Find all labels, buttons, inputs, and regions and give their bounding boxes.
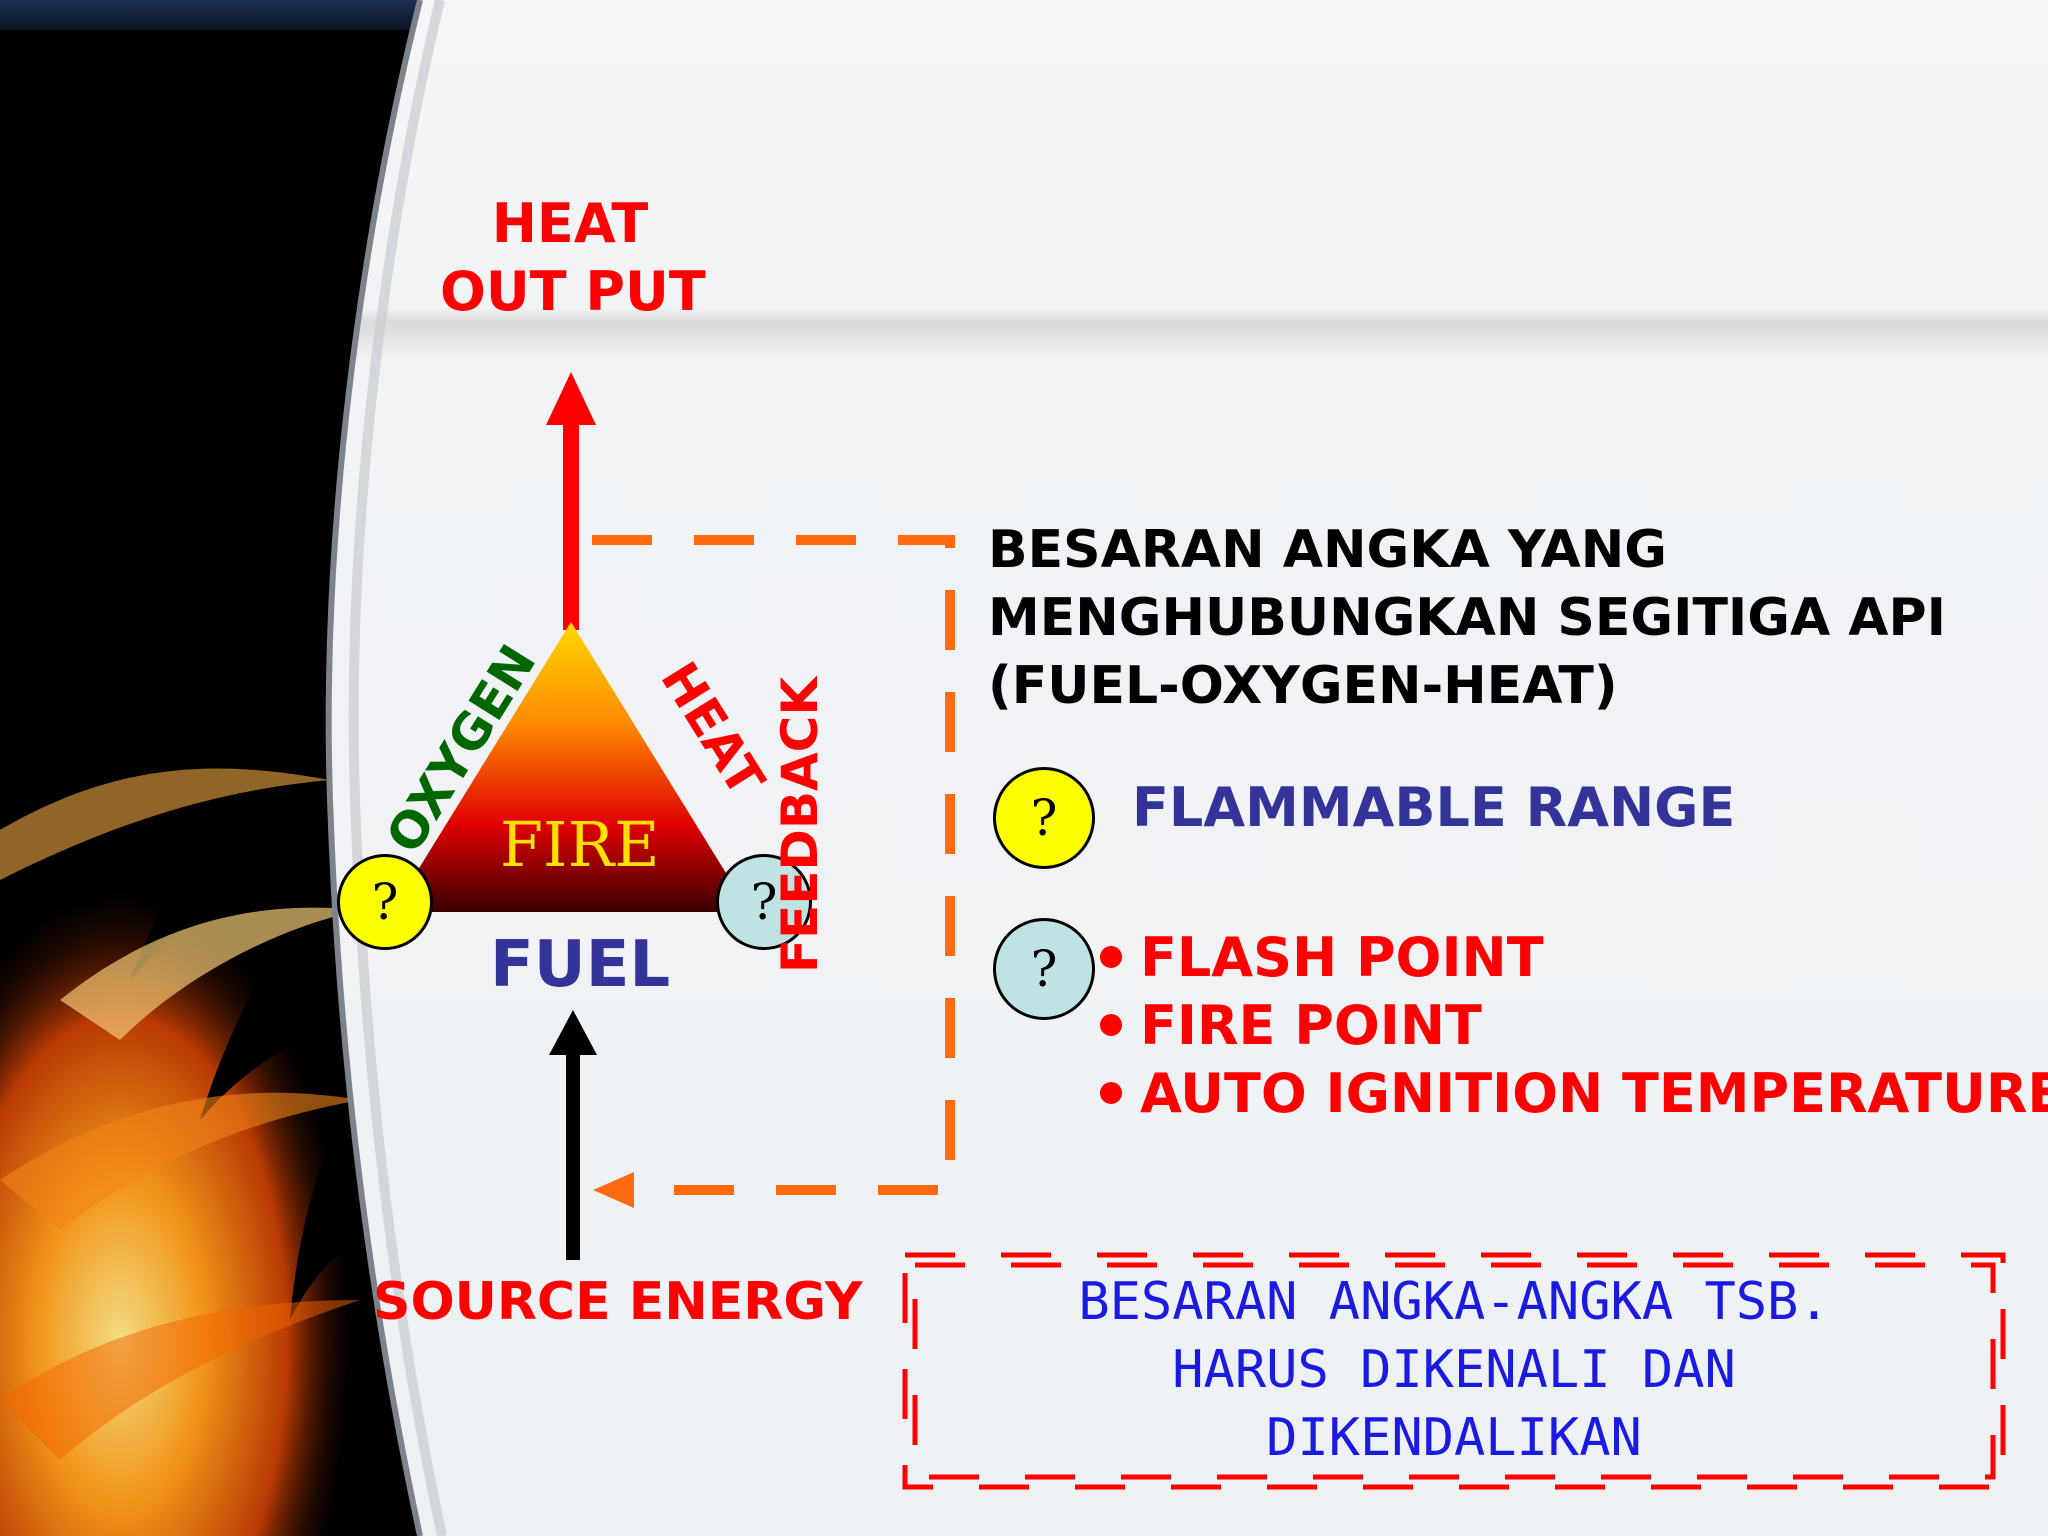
oxygen-fuel-vertex-question: ? [337,854,433,950]
feedback-label: FEEDBACK [771,676,829,974]
source-energy-label: SOURCE ENERGY [373,1272,863,1332]
fire-point-label: FIRE POINT [1140,994,1482,1057]
feedback-loop [592,535,955,1195]
bullet-dot [1100,946,1122,969]
heading: BESARAN ANGKA YANG MENGHUBUNGKAN SEGITIG… [988,516,1946,720]
feedback-arrow-head [593,1172,634,1208]
fire-point-item: FIRE POINT [1100,994,1482,1057]
fire-center-label: FIRE [500,808,660,881]
flash-point-label: FLASH POINT [1140,926,1544,989]
auto-ignition-label: AUTO IGNITION TEMPERATURE [1140,1062,2048,1125]
fuel-base-label: FUEL [490,928,671,1002]
heat-output-label: HEAT OUT PUT [440,190,706,326]
heading-line-2: MENGHUBUNGKAN SEGITIGA API [988,588,1946,648]
note-line-3: DIKENDALIKAN [1266,1408,1642,1468]
heat-output-arrow-head [546,372,596,425]
heat-fuel-vertex-question: ? [716,854,812,950]
note-box-border [902,1252,2006,1490]
heading-line-3: (FUEL-OXYGEN-HEAT) [988,656,1618,716]
flammable-range-label: FLAMMABLE RANGE [1132,776,1736,839]
fire-triangle [392,622,750,912]
auto-ignition-item: AUTO IGNITION TEMPERATURE [1100,1062,2048,1125]
heading-line-1: BESARAN ANGKA YANG [988,520,1667,580]
source-energy-arrow-shaft [566,1050,580,1260]
bullet-dot [1100,1082,1122,1105]
note-box: BESARAN ANGKA-ANGKA TSB. HARUS DIKENALI … [915,1270,1993,1480]
heat-output-line-2: OUT PUT [440,260,706,323]
note-line-2: HARUS DIKENALI DAN [1172,1340,1736,1400]
flammable-range-question: ? [993,767,1095,869]
bullet-dot [1100,1014,1122,1037]
source-energy-arrow-head [549,1010,597,1055]
heat-output-line-1: HEAT [491,192,649,255]
heat-output-arrow-shaft [563,420,579,630]
flash-point-item: FLASH POINT [1100,926,1544,989]
note-line-1: BESARAN ANGKA-ANGKA TSB. [1078,1272,1830,1332]
points-question: ? [993,918,1095,1020]
